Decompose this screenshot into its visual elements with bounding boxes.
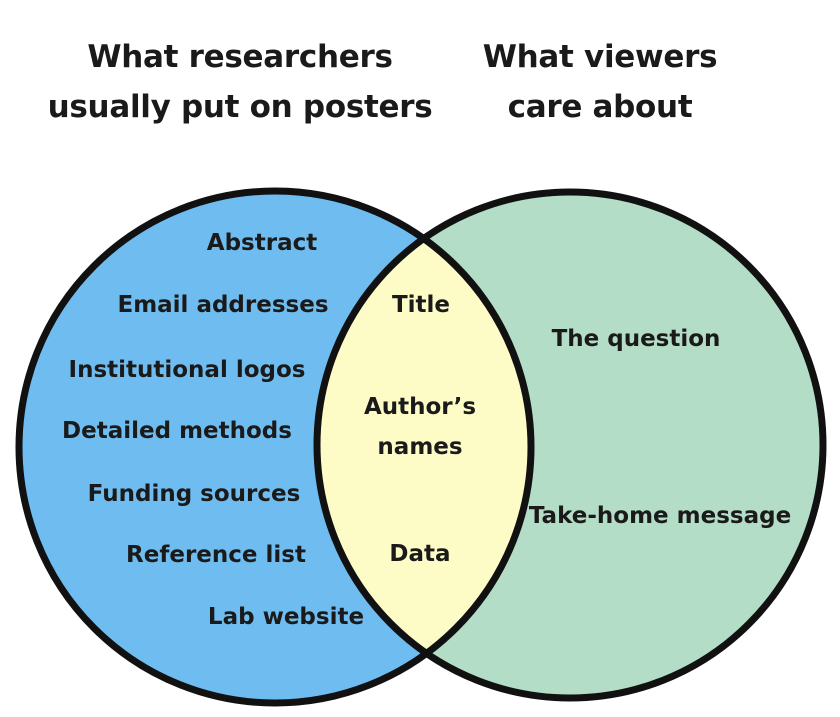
right-heading-line-1: What viewers [482, 39, 718, 75]
overlap-authors-line-2: names [377, 434, 463, 460]
overlap-item-data: Data [389, 541, 451, 567]
left-heading-line-1: What researchers [87, 39, 393, 75]
right-item-the-question: The question [551, 326, 721, 352]
right-set-heading: What viewers care about [450, 32, 750, 132]
left-item-funding-sources: Funding sources [87, 481, 301, 507]
right-item-take-home-message: Take-home message [528, 503, 792, 529]
overlap-item-title: Title [391, 292, 451, 318]
left-circle-outline [15, 187, 535, 707]
overlap-authors-line-1: Author’s [363, 394, 477, 420]
right-circle-outline [313, 188, 827, 702]
left-item-institutional-logos: Institutional logos [68, 357, 306, 383]
overlap-item-authors-names: Author’s names [364, 387, 476, 467]
left-set-heading: What researchers usually put on posters [40, 32, 440, 132]
left-item-detailed-methods: Detailed methods [62, 418, 292, 444]
left-heading-line-2: usually put on posters [47, 89, 433, 125]
right-heading-line-2: care about [507, 89, 693, 125]
left-item-reference-list: Reference list [126, 542, 306, 568]
left-item-abstract: Abstract [206, 230, 318, 256]
left-item-email-addresses: Email addresses [117, 292, 329, 318]
left-item-lab-website: Lab website [207, 604, 365, 630]
overlap-region [317, 192, 531, 698]
